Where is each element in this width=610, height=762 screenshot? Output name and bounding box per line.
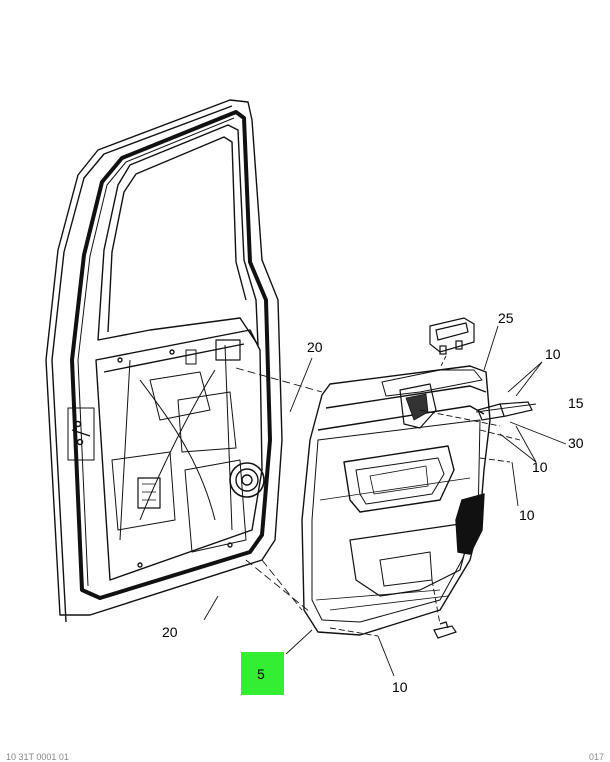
- door-trim-panel: [301, 365, 491, 636]
- callout-30: 30: [568, 435, 584, 451]
- callout-15: 15: [568, 395, 584, 411]
- callout-25: 25: [498, 310, 514, 326]
- callout-10-right: 10: [519, 507, 535, 523]
- callout-10-top: 10: [545, 346, 561, 362]
- highlight-box: [241, 652, 284, 695]
- footer-right: 017: [588, 752, 604, 762]
- footer-left: 10 31T 0001 01: [6, 752, 69, 762]
- window-switch-module: [429, 317, 475, 355]
- callout-20-top: 20: [307, 339, 323, 355]
- retaining-clip: [433, 621, 457, 639]
- leader-lines: [203, 325, 567, 677]
- callout-5: 5: [257, 666, 265, 682]
- callout-20-bottom: 20: [162, 624, 178, 640]
- callout-10-mid: 10: [532, 459, 548, 475]
- door-frame: [45, 99, 283, 623]
- callout-10-bottom: 10: [392, 679, 408, 695]
- armrest-trim-strip: [477, 401, 533, 421]
